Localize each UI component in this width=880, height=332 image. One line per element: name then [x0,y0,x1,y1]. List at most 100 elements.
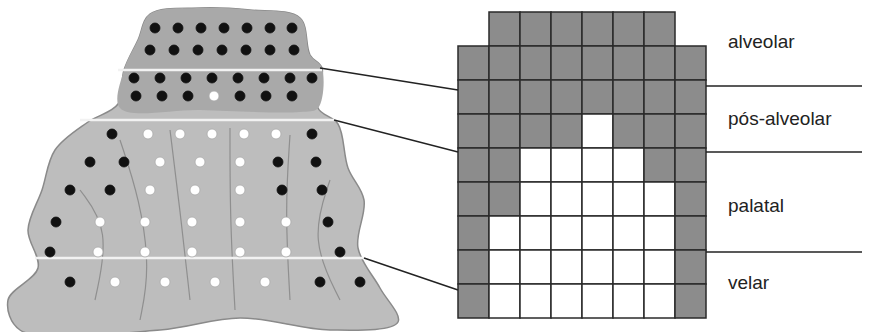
contact-cell [644,46,675,80]
electrode-dot [145,45,155,55]
electrode-dot [233,73,243,83]
palate-ridge [80,190,103,300]
zone-label: pós-alveolar [728,109,832,130]
contact-cell [551,148,582,182]
contact-cell [582,182,613,216]
contact-cell [644,80,675,114]
palate-drawing [8,8,399,332]
leader-line [706,85,862,87]
contact-cell [551,250,582,284]
contact-cell [582,216,613,250]
contact-cell [551,114,582,148]
electrode-dot [287,91,297,101]
electrode-dot [145,185,155,195]
contact-cell [675,80,706,114]
electrode-dot [140,217,150,227]
contact-cell [582,12,613,46]
electrode-dot [265,23,275,33]
electrode-dot [281,247,291,257]
electrode-dot [235,217,245,227]
electrode-dot [105,185,115,195]
contact-cell [458,148,489,182]
electrode-dot [187,217,197,227]
contact-cell [675,46,706,80]
contact-cell [675,250,706,284]
zone-boundary [80,119,336,122]
leader-line [706,251,862,253]
contact-cell [644,114,675,148]
contact-cell [520,216,551,250]
electrode-dot [219,23,229,33]
electrode-dot [169,45,179,55]
contact-cell [489,216,520,250]
electrode-dot [317,185,327,195]
electrode-dot [193,45,203,55]
contact-cell [520,46,551,80]
contact-cell [489,12,520,46]
contact-cell [520,250,551,284]
electrode-dot [150,23,160,33]
contact-cell [582,80,613,114]
electrode-dot [119,157,129,167]
electrode-dot [277,185,287,195]
contact-cell [613,148,644,182]
electrode-dot [285,73,295,83]
electrode-dot [196,23,206,33]
electrode-dot [110,277,120,287]
electrode-dot [187,247,197,257]
contact-cell [613,46,644,80]
contact-cell [613,250,644,284]
contact-cell [551,182,582,216]
contact-cell [582,114,613,148]
contact-cell [644,148,675,182]
contact-cell [613,216,644,250]
contact-cell [520,114,551,148]
electrode-dot [107,129,117,139]
electrode-dot [51,217,61,227]
contact-cell [458,46,489,80]
palate-ridge [170,130,190,300]
contact-cell [644,12,675,46]
leader-line [364,258,458,290]
electrode-dot [129,73,139,83]
contact-cell [458,216,489,250]
contact-cell [582,46,613,80]
contact-cell [613,114,644,148]
electrode-dot [287,23,297,33]
contact-cell [582,250,613,284]
electrode-dot [209,91,219,101]
electrode-dot [175,129,185,139]
electrode-dot [190,185,200,195]
contact-cell [520,284,551,318]
electrode-dot [355,277,365,287]
contact-cell [520,182,551,216]
electrode-dot [271,129,281,139]
contact-cell [489,250,520,284]
electrode-dot [217,45,227,55]
zone-label: velar [728,273,769,294]
zone-boundary [35,257,364,260]
electrode-dot [207,129,217,139]
electrode-dot [281,217,291,227]
electrode-dot [65,277,75,287]
contact-cell [520,148,551,182]
electrode-dot [143,129,153,139]
electrode-dot [242,23,252,33]
electrode-dot [95,217,105,227]
electrode-dot [265,45,275,55]
contact-cell [489,80,520,114]
contact-cell [613,182,644,216]
contact-cell [551,216,582,250]
contact-cell [489,46,520,80]
leader-line [334,120,458,152]
contact-cell [489,114,520,148]
electrode-dot [241,45,251,55]
contact-cell [675,182,706,216]
contact-cell [458,284,489,318]
palate-outline [8,8,399,332]
contact-cell [613,12,644,46]
contact-cell [644,284,675,318]
electrode-dot [261,91,271,101]
contact-cell [582,148,613,182]
electrode-dot [155,73,165,83]
